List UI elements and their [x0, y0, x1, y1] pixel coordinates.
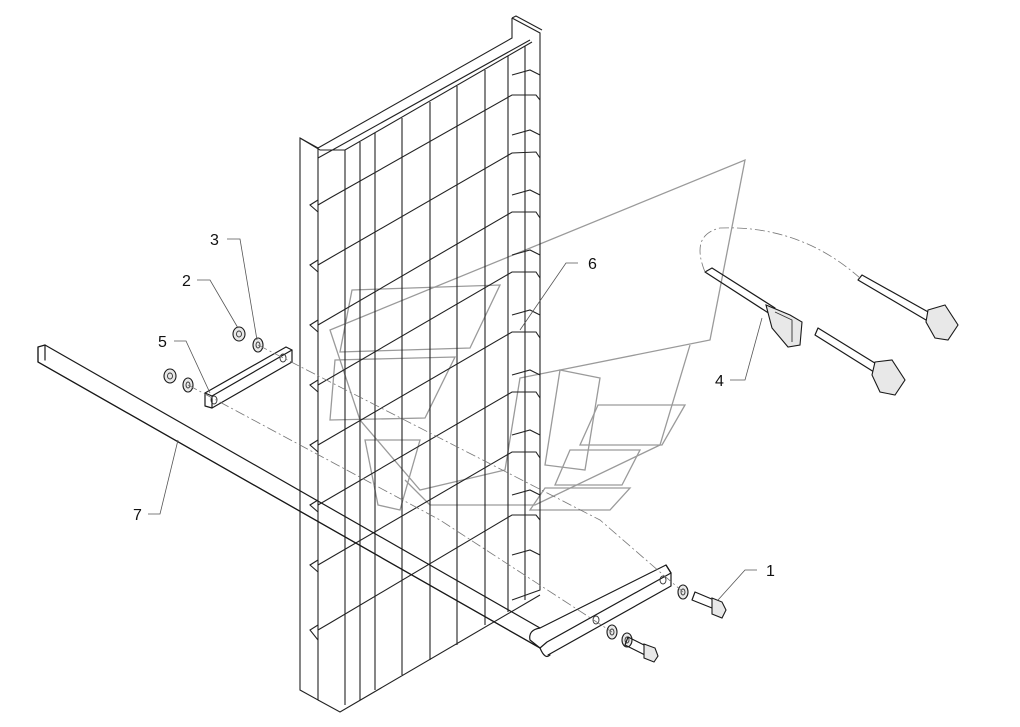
strap-with-buckle: [699, 227, 959, 396]
callout-labels: 1 2 3 4 5 6 7: [133, 232, 775, 580]
callout-3: 3: [210, 232, 219, 249]
leader-lines: [148, 238, 763, 601]
support-bar: [37, 344, 672, 658]
callout-1: 1: [766, 563, 775, 580]
bolt-upper: [677, 584, 727, 619]
callout-4: 4: [715, 373, 724, 390]
bolt-lower: [606, 624, 659, 663]
callout-6: 6: [588, 256, 597, 273]
callout-5: 5: [158, 334, 167, 351]
center-lines: [187, 344, 684, 633]
wire-mesh-basket: [299, 15, 543, 713]
callout-2: 2: [182, 273, 191, 290]
nut-washer-lower: [163, 368, 194, 393]
logo-watermark: [329, 158, 746, 511]
callout-7: 7: [133, 507, 142, 524]
nut-washer-upper: [232, 326, 264, 353]
